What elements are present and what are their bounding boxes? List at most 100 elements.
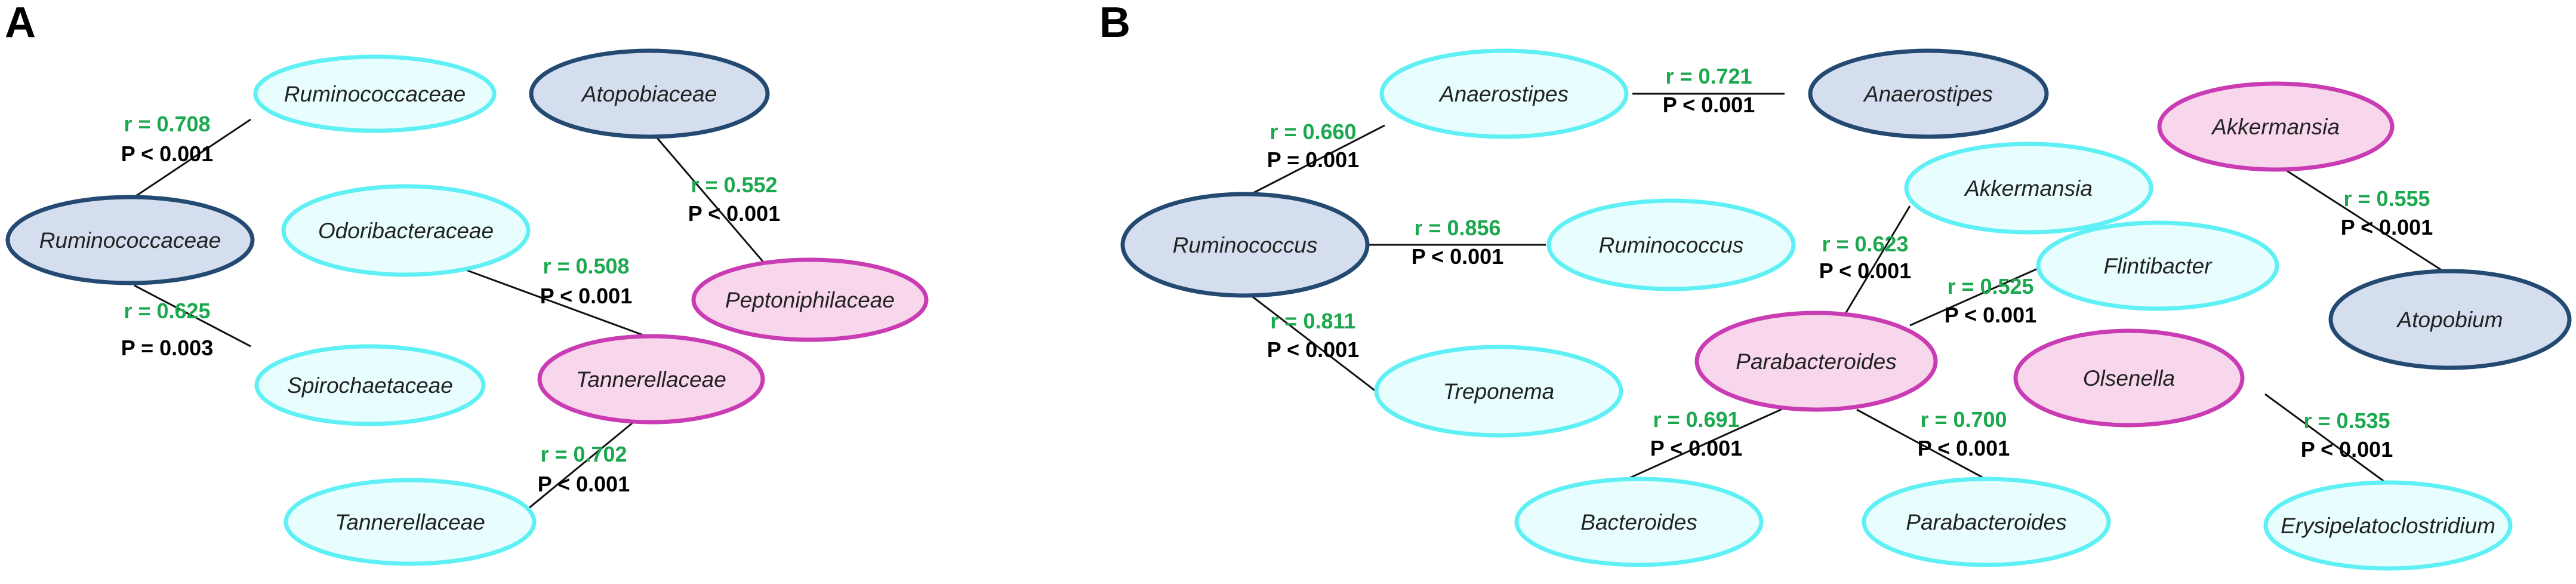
node-label: Erysipelatoclostridium bbox=[2281, 514, 2495, 538]
edges-layer bbox=[134, 93, 2445, 515]
node-ellipse bbox=[1808, 48, 2049, 139]
edge-p-value: P < 0.001 bbox=[538, 472, 630, 496]
edge-b_parab_hub-b_bact bbox=[1623, 408, 1783, 482]
edge-p-value: P < 0.001 bbox=[1412, 244, 1503, 269]
edge-p-value: P = 0.001 bbox=[1267, 147, 1359, 172]
node-ellipse bbox=[1379, 48, 1629, 139]
node-ellipse bbox=[1694, 311, 1938, 412]
edge-r-value: r = 0.700 bbox=[1920, 407, 2007, 432]
node-label: Odoribacteraceae bbox=[318, 219, 494, 243]
node-ellipse bbox=[2263, 480, 2513, 571]
edge-r-value: r = 0.691 bbox=[1653, 407, 1739, 432]
edge-r-value: r = 0.623 bbox=[1822, 232, 1908, 256]
edge-a_odor-a_tann_hub bbox=[462, 268, 645, 337]
node-b_olsen: Olsenella bbox=[2013, 328, 2245, 428]
edge-p-value: P < 0.001 bbox=[1918, 436, 2010, 460]
edge-p-value: P < 0.001 bbox=[540, 284, 632, 308]
node-a_atop: Atopobiaceae bbox=[529, 48, 770, 139]
node-b_parab_c: Parabacteroides bbox=[1862, 477, 2111, 567]
node-label: Spirochaetaceae bbox=[287, 373, 453, 398]
node-label: Flintibacter bbox=[2104, 254, 2213, 278]
edge-a_rum_hub-a_spiro bbox=[134, 284, 251, 348]
node-b_anae_c: Anaerostipes bbox=[1379, 48, 1629, 139]
panel-letter-b: B bbox=[1099, 0, 1130, 47]
node-label: Tannerellaceae bbox=[576, 367, 726, 392]
edge-b_rum_hub-b_trep bbox=[1250, 294, 1376, 392]
node-ellipse bbox=[1514, 477, 1764, 567]
node-label: Treponema bbox=[1443, 379, 1554, 404]
edge-a_tann_hub-a_tann_bot bbox=[522, 422, 633, 515]
node-b_rum_c: Ruminococcus bbox=[1546, 198, 1796, 291]
node-a_odor: Odoribacteraceae bbox=[281, 184, 531, 277]
edge-r-value: r = 0.856 bbox=[1414, 216, 1500, 240]
node-ellipse bbox=[537, 334, 765, 425]
node-label: Ruminococcaceae bbox=[39, 228, 221, 253]
edge-r-value: r = 0.552 bbox=[691, 173, 777, 197]
node-label: Bacteroides bbox=[1580, 510, 1697, 534]
edge-r-value: r = 0.660 bbox=[1269, 119, 1356, 144]
node-label: Ruminococcaceae bbox=[284, 82, 466, 106]
edge-p-value: P < 0.001 bbox=[121, 142, 213, 166]
node-a_tann_hub: Tannerellaceae bbox=[537, 334, 765, 425]
node-b_anae_n: Anaerostipes bbox=[1808, 48, 2049, 139]
edge-r-value: r = 0.811 bbox=[1270, 309, 1355, 333]
edge-r-value: r = 0.702 bbox=[540, 442, 627, 466]
node-label: Atopobium bbox=[2396, 308, 2503, 332]
edge-r-value: r = 0.708 bbox=[124, 112, 210, 136]
node-label: Akkermansia bbox=[1964, 176, 2093, 201]
node-ellipse bbox=[253, 54, 497, 133]
node-a_pepto: Peptoniphilaceae bbox=[691, 257, 929, 342]
node-a_spiro: Spirochaetaceae bbox=[254, 344, 486, 426]
node-ellipse bbox=[1374, 345, 1623, 438]
edge-b_parab_hub-b_akk_c bbox=[1844, 205, 1911, 314]
node-label: Olsenella bbox=[2083, 366, 2175, 391]
edge-p-value: P < 0.001 bbox=[1663, 93, 1755, 117]
edge-r-value: r = 0.625 bbox=[124, 299, 210, 323]
edge-p-value: P < 0.001 bbox=[2301, 437, 2393, 462]
node-b_akk_p: Akkermansia bbox=[2157, 81, 2395, 172]
node-ellipse bbox=[1120, 192, 1370, 298]
edge-b_olsen-b_erysi bbox=[2264, 393, 2386, 484]
stat-labels-layer: r = 0.708 P < 0.001 r = 0.625 P = 0.003 r = … bbox=[121, 64, 2433, 496]
node-a_tann_bot: Tannerellaceae bbox=[284, 478, 537, 566]
edge-b_akk_p-b_atopob bbox=[2285, 169, 2445, 273]
edge-p-value: P < 0.001 bbox=[688, 201, 780, 226]
edge-p-value: P < 0.001 bbox=[1650, 436, 1742, 460]
edge-p-value: P = 0.003 bbox=[121, 336, 213, 360]
node-a_rum_hub: Ruminococcaceae bbox=[5, 195, 255, 285]
node-b_bact: Bacteroides bbox=[1514, 477, 1764, 567]
node-ellipse bbox=[254, 344, 486, 426]
node-ellipse bbox=[284, 478, 537, 566]
edge-a_rum_hub-a_rum_top bbox=[134, 118, 251, 198]
node-ellipse bbox=[691, 257, 929, 342]
node-ellipse bbox=[2013, 328, 2245, 428]
node-b_erysi: Erysipelatoclostridium bbox=[2263, 480, 2513, 571]
node-label: Tannerellaceae bbox=[335, 510, 485, 534]
node-a_rum_top: Ruminococcaceae bbox=[253, 54, 497, 133]
node-ellipse bbox=[281, 184, 531, 277]
node-b_parab_hub: Parabacteroides bbox=[1694, 311, 1938, 412]
node-label: Peptoniphilaceae bbox=[725, 288, 895, 312]
node-ellipse bbox=[5, 195, 255, 285]
edge-r-value: r = 0.508 bbox=[543, 254, 629, 278]
edge-a_atop-a_pepto bbox=[655, 137, 765, 263]
edge-r-value: r = 0.535 bbox=[2303, 408, 2390, 433]
node-b_atopob: Atopobium bbox=[2328, 269, 2572, 370]
node-label: Ruminococcus bbox=[1599, 233, 1744, 257]
edge-r-value: r = 0.525 bbox=[1947, 274, 2033, 299]
node-label: Akkermansia bbox=[2211, 115, 2340, 139]
node-label: Parabacteroides bbox=[1906, 510, 2066, 534]
edge-p-value: P < 0.001 bbox=[2341, 215, 2433, 239]
node-label: Anaerostipes bbox=[1438, 82, 1569, 106]
node-b_rum_hub: Ruminococcus bbox=[1120, 192, 1370, 298]
edge-p-value: P < 0.001 bbox=[1267, 337, 1359, 362]
node-label: Parabacteroides bbox=[1736, 349, 1896, 374]
node-label: Ruminococcus bbox=[1173, 233, 1318, 257]
node-ellipse bbox=[2036, 220, 2279, 311]
edge-r-value: r = 0.721 bbox=[1665, 64, 1752, 88]
node-ellipse bbox=[1546, 198, 1796, 291]
